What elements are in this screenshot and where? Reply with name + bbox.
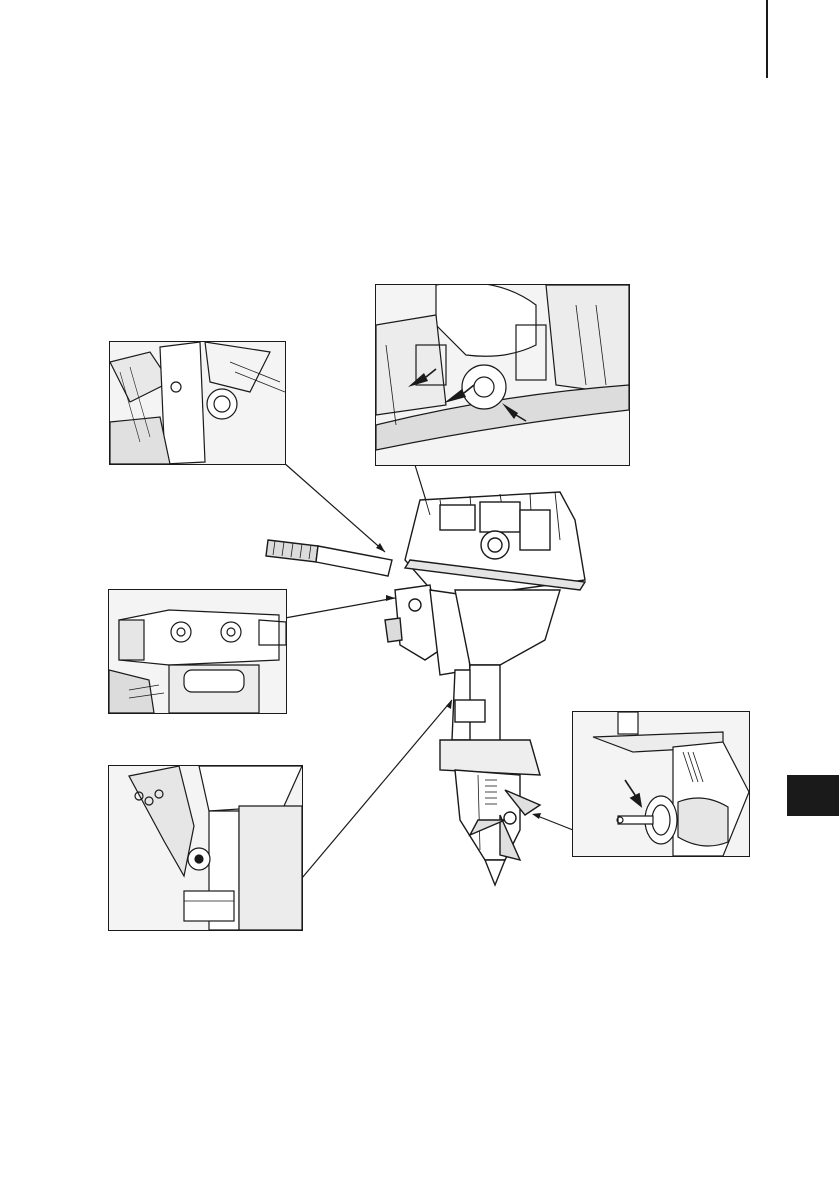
inset-carburetor-linkage xyxy=(375,284,630,466)
inset-steering-pivot xyxy=(109,341,286,465)
leader-line-propeller xyxy=(535,815,573,830)
lubrication-arrow-icon xyxy=(573,712,749,856)
leader-line-swivel xyxy=(302,700,452,878)
inset-propeller-shaft xyxy=(572,711,750,857)
inset-swivel-shaft xyxy=(108,765,303,931)
leader-line-steering xyxy=(283,462,385,552)
inset-clamp-bracket xyxy=(108,589,287,714)
grease-fitting-icon xyxy=(110,342,285,464)
leader-line-bracket xyxy=(285,598,395,618)
grease-fitting-icon xyxy=(109,766,302,930)
grease-fitting-icon xyxy=(109,590,286,713)
lubrication-arrow-icon xyxy=(376,285,629,465)
